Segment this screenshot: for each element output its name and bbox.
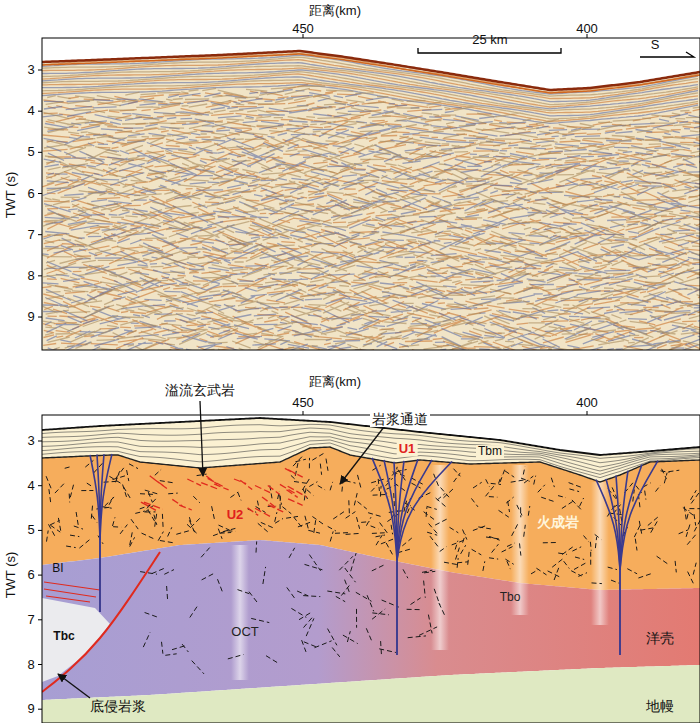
axis-tick (38, 111, 42, 112)
axis-tick (38, 575, 42, 576)
tick-label: 9 (27, 310, 34, 325)
fault-branch (596, 480, 620, 570)
horizon-label: Tbm (476, 445, 504, 459)
horizon-label: Tbo (500, 591, 521, 605)
fault-branch (90, 455, 100, 540)
direction-arrow (640, 52, 694, 57)
fault-branch (372, 458, 397, 560)
fault-branch (620, 461, 658, 570)
fabric-dashes (46, 453, 700, 674)
interpretation-section (42, 415, 700, 723)
axis-tick (38, 709, 42, 710)
sediment-reflector (42, 428, 700, 463)
seafloor-reflector (42, 51, 700, 90)
tick-label: 7 (27, 227, 34, 242)
horizon-label: BI (52, 562, 63, 576)
mantle-layer (42, 665, 700, 723)
axis-tick (38, 664, 42, 665)
leader-arrow (200, 401, 203, 476)
callout-label: 底侵岩浆 (90, 698, 146, 714)
fault-branch (616, 475, 620, 570)
axis-title: TWT (s) (4, 172, 19, 219)
water-column (42, 415, 700, 723)
panel-frame (42, 38, 700, 350)
zone-label: OCT (231, 625, 258, 640)
seismic-reflection (42, 57, 700, 350)
fabric-dash (46, 453, 700, 674)
tick-label: 400 (576, 396, 598, 411)
underplating-boundary (42, 552, 160, 692)
magma-conduit (90, 454, 658, 655)
axis-tick (38, 275, 42, 276)
tick-label: 6 (27, 568, 34, 583)
fault-trunk (99, 540, 101, 612)
fault-branch (384, 460, 397, 560)
tick-label: 9 (27, 702, 34, 717)
layer-label: 火成岩 (537, 514, 579, 530)
axis-title: 距离(km) (309, 375, 361, 390)
tbm-line (42, 447, 700, 482)
layer-label: 洋壳 (646, 630, 674, 646)
magma-glow (231, 545, 249, 680)
axis-tick (303, 411, 304, 415)
tick-label: 3 (27, 434, 34, 449)
tick-label: 6 (27, 186, 34, 201)
layer-label: 地幔 (646, 698, 674, 714)
leader-arrow (340, 427, 384, 484)
fault-branch (100, 454, 112, 540)
sediment-reflector (42, 440, 700, 474)
axis-tick (38, 619, 42, 620)
axis-title: 距离(km) (309, 4, 361, 19)
tick-label: 3 (27, 63, 34, 78)
seismic-profile (42, 38, 700, 350)
tick-label: 4 (27, 478, 34, 493)
bi-reflector (44, 582, 100, 590)
unit-label: U1 (397, 442, 418, 457)
tick-label: 8 (27, 657, 34, 672)
axis-title: TWT (s) (4, 552, 19, 599)
leader-arrow (58, 674, 90, 698)
axis-tick (38, 317, 42, 318)
horizon-label: Tbc (53, 630, 74, 644)
tick-label: 450 (292, 396, 314, 411)
axis-tick (38, 70, 42, 71)
axis-tick (38, 485, 42, 486)
scale-label: 25 km (472, 33, 507, 48)
tick-label: 8 (27, 268, 34, 283)
callout-label: 溢流玄武岩 (165, 382, 235, 398)
axis-tick (38, 234, 42, 235)
sediment-reflector (42, 437, 700, 471)
tick-label: 7 (27, 612, 34, 627)
callout-label: 岩浆通道 (370, 411, 430, 427)
basalt-flow-dash (141, 468, 307, 516)
axis-tick (38, 441, 42, 442)
tick-label: 450 (292, 22, 314, 37)
fault-trunk (619, 570, 621, 655)
tick-label: 400 (576, 22, 598, 37)
tick-label: 4 (27, 104, 34, 119)
direction-label: S (651, 38, 660, 53)
axis-tick (38, 530, 42, 531)
bi-reflector (46, 596, 90, 602)
scale-bar (418, 48, 561, 53)
panel-frame (42, 415, 700, 723)
seismic-reflection (42, 55, 700, 350)
axis-tick (587, 411, 588, 415)
fault-branch (397, 462, 452, 560)
fault-branch (397, 460, 432, 560)
tick-label: 5 (27, 523, 34, 538)
magma-glow (431, 465, 449, 650)
bi-reflector (44, 589, 96, 597)
axis-tick (38, 152, 42, 153)
sediment-reflector (42, 424, 700, 458)
fault-trunk (396, 560, 398, 655)
unit-label: U2 (227, 508, 244, 523)
tick-label: 5 (27, 145, 34, 160)
sediment-reflector (42, 443, 700, 478)
fault-branch (620, 464, 642, 570)
axis-tick (38, 193, 42, 194)
seafloor-reflector (42, 54, 700, 93)
